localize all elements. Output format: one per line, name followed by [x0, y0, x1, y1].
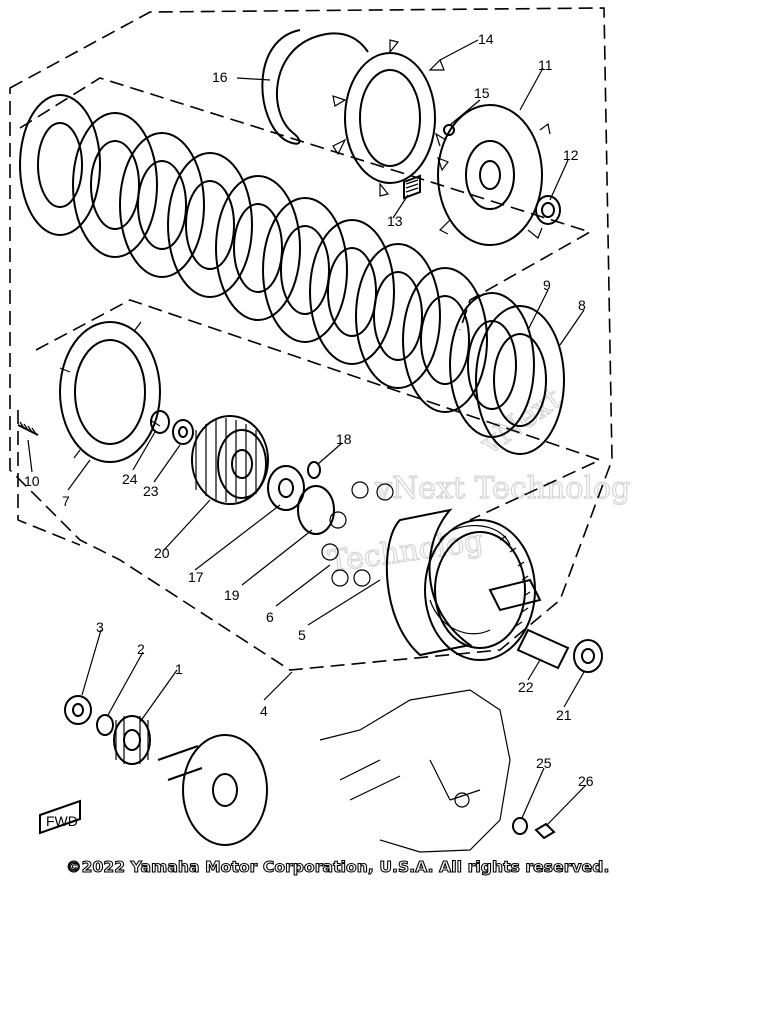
circlip-and-pressure-plate: [261, 29, 449, 197]
callout-labels: 1 2 3 4 5 6 7 8 9 10 11 12 13 14 15 16 1…: [24, 31, 594, 789]
callout-25: 25: [536, 755, 552, 771]
callout-22: 22: [518, 679, 534, 695]
callout-24: 24: [122, 471, 138, 487]
watermark-line-1: vNext Technolog: [374, 471, 630, 506]
callout-2: 2: [137, 641, 145, 657]
fwd-label: FWD: [46, 813, 78, 829]
pressure-plate-11: [434, 104, 561, 246]
callout-16: 16: [212, 69, 228, 85]
callout-19: 19: [224, 587, 240, 603]
callout-14: 14: [478, 31, 494, 47]
callout-23: 23: [143, 483, 159, 499]
spring-and-bolt: [403, 124, 455, 200]
thrust-plate-17: [267, 461, 335, 535]
callout-8: 8: [578, 297, 586, 313]
callout-1: 1: [175, 661, 183, 677]
callout-13: 13: [387, 213, 403, 229]
callout-9: 9: [543, 277, 551, 293]
clutch-housing-5: [385, 508, 542, 661]
callout-7: 7: [62, 493, 70, 509]
callout-5: 5: [298, 627, 306, 643]
primary-drive-gear: [64, 695, 151, 765]
callout-6: 6: [266, 609, 274, 625]
callout-15: 15: [474, 85, 490, 101]
clutch-plate-stack: [19, 94, 565, 455]
callout-10: 10: [24, 473, 40, 489]
callout-26: 26: [578, 773, 594, 789]
callout-17: 17: [188, 569, 204, 585]
watermark: vNext Technolog Technolog vNext: [326, 381, 631, 581]
callout-12: 12: [563, 147, 579, 163]
callout-3: 3: [96, 619, 104, 635]
callout-21: 21: [556, 707, 572, 723]
crankshaft-and-case: [157, 689, 511, 853]
clutch-boss-20: [150, 410, 269, 505]
leader-lines: [27, 39, 587, 827]
spacer-22-washer-21: [516, 628, 603, 673]
fwd-arrow-icon: FWD: [39, 799, 81, 835]
copyright-notice: ©2022 Yamaha Motor Corporation, U.S.A. A…: [65, 857, 610, 876]
callout-4: 4: [260, 703, 268, 719]
steel-balls-6: [321, 481, 394, 587]
callout-11: 11: [538, 57, 553, 73]
plate-7: [17, 321, 161, 463]
group-outlines: [9, 7, 613, 671]
bolt-26-washer-25: [512, 817, 556, 840]
callout-20: 20: [154, 545, 170, 561]
callout-18: 18: [336, 431, 352, 447]
watermark-line-2: Technolog: [326, 524, 485, 580]
